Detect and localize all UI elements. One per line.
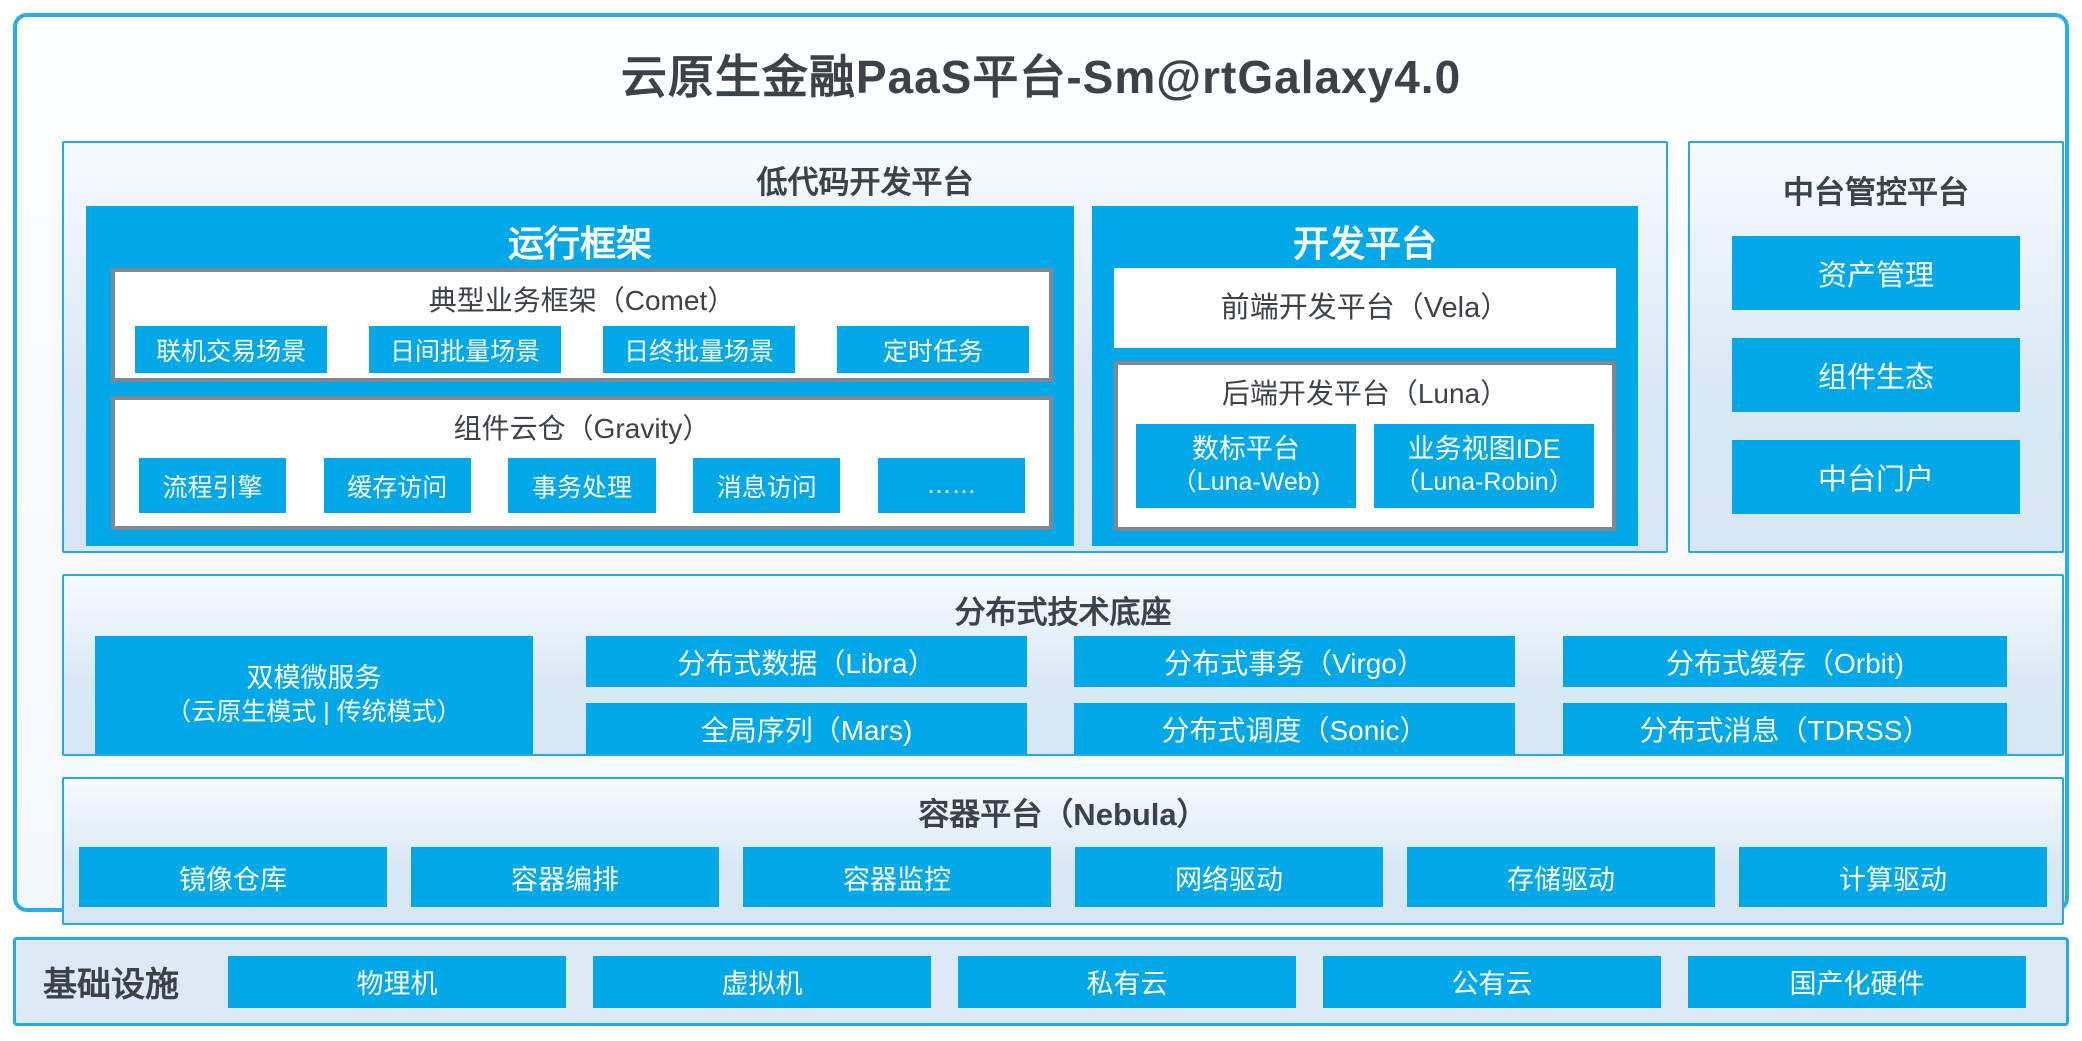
gravity-title: 组件云仓（Gravity） xyxy=(453,413,711,444)
box-gravity-warehouse: 组件云仓（Gravity） 流程引擎 缓存访问 事务处理 消息访问 …… xyxy=(111,396,1053,530)
block-compute-driver: 计算驱动 xyxy=(1739,847,2047,907)
block-process-engine: 流程引擎 xyxy=(139,458,287,513)
infrastructure-button-row: 物理机 虚拟机 私有云 公有云 国产化硬件 xyxy=(228,955,2026,1008)
panel-lowcode-platform: 低代码开发平台 运行框架 典型业务框架（Comet） 联机交易场景 日间批量场景… xyxy=(62,141,1668,553)
luna-robin-line2: （Luna-Robin） xyxy=(1394,468,1574,496)
block-dual-mode-microservice: 双模微服务 （云原生模式 | 传统模式） xyxy=(95,636,533,754)
luna-web-line2: （Luna-Web) xyxy=(1171,468,1321,496)
block-container-orchestration: 容器编排 xyxy=(411,847,719,907)
main-container: 云原生金融PaaS平台-Sm@rtGalaxy4.0 低代码开发平台 运行框架 … xyxy=(13,13,2069,925)
page-title: 云原生金融PaaS平台-Sm@rtGalaxy4.0 xyxy=(620,51,1462,103)
comet-title: 典型业务框架（Comet） xyxy=(428,285,736,316)
box-luna-backend: 后端开发平台（Luna） 数标平台 （Luna-Web) 业务视图IDE （Lu… xyxy=(1114,361,1616,531)
block-asset-management: 资产管理 xyxy=(1732,236,2020,310)
block-online-trading: 联机交易场景 xyxy=(135,326,328,373)
luna-button-row: 数标平台 （Luna-Web) 业务视图IDE （Luna-Robin） xyxy=(1136,424,1594,508)
block-private-cloud: 私有云 xyxy=(958,955,1296,1008)
block-public-cloud: 公有云 xyxy=(1323,955,1661,1008)
lowcode-platform-title: 低代码开发平台 xyxy=(756,165,974,200)
block-transaction-processing: 事务处理 xyxy=(508,458,656,513)
block-distributed-transaction-virgo: 分布式事务（Virgo） xyxy=(1074,636,1515,687)
block-daytime-batch: 日间批量场景 xyxy=(368,326,562,373)
block-virtual-machine: 虚拟机 xyxy=(593,955,931,1008)
dual-mode-line2: （云原生模式 | 传统模式） xyxy=(166,698,462,726)
panel-middleware-control: 中台管控平台 资产管理 组件生态 中台门户 xyxy=(1688,141,2064,553)
block-distributed-cache-orbit: 分布式缓存（Orbit) xyxy=(1563,636,2007,687)
runtime-framework-title: 运行框架 xyxy=(507,223,652,264)
block-physical-machine: 物理机 xyxy=(228,955,566,1008)
block-cache-access: 缓存访问 xyxy=(323,458,471,513)
luna-title: 后端开发平台（Luna） xyxy=(1221,378,1509,409)
block-message-access: 消息访问 xyxy=(693,458,841,513)
block-luna-robin: 业务视图IDE （Luna-Robin） xyxy=(1374,424,1594,508)
luna-robin-line1: 业务视图IDE xyxy=(1407,434,1561,464)
block-distributed-data-libra: 分布式数据（Libra） xyxy=(586,636,1027,687)
block-distributed-scheduler-sonic: 分布式调度（Sonic） xyxy=(1074,703,1515,754)
vela-label: 前端开发平台（Vela） xyxy=(1220,292,1510,324)
block-network-driver: 网络驱动 xyxy=(1075,847,1383,907)
panel-runtime-framework: 运行框架 典型业务框架（Comet） 联机交易场景 日间批量场景 日终批量场景 … xyxy=(86,206,1074,546)
gravity-button-row: 流程引擎 缓存访问 事务处理 消息访问 …… xyxy=(139,458,1025,513)
block-image-registry: 镜像仓库 xyxy=(79,847,387,907)
distributed-base-title: 分布式技术底座 xyxy=(954,595,1172,630)
box-vela-frontend: 前端开发平台（Vela） xyxy=(1114,268,1616,348)
block-distributed-message-tdrss: 分布式消息（TDRSS） xyxy=(1563,703,2007,754)
block-more-ellipsis: …… xyxy=(877,458,1025,513)
box-comet-framework: 典型业务框架（Comet） 联机交易场景 日间批量场景 日终批量场景 定时任务 xyxy=(111,268,1053,382)
block-scheduled-task: 定时任务 xyxy=(836,326,1029,373)
dual-mode-line1: 双模微服务 xyxy=(246,663,382,693)
panel-dev-platform: 开发平台 前端开发平台（Vela） 后端开发平台（Luna） 数标平台 （Lun… xyxy=(1092,206,1638,546)
block-luna-web: 数标平台 （Luna-Web) xyxy=(1136,424,1356,508)
container-button-row: 镜像仓库 容器编排 容器监控 网络驱动 存储驱动 计算驱动 xyxy=(79,847,2047,907)
block-component-ecosystem: 组件生态 xyxy=(1732,338,2020,412)
panel-distributed-base: 分布式技术底座 双模微服务 （云原生模式 | 传统模式） 分布式数据（Libra… xyxy=(62,574,2064,756)
middleware-control-title: 中台管控平台 xyxy=(1783,175,1969,210)
block-middleware-portal: 中台门户 xyxy=(1732,440,2020,514)
infrastructure-label: 基础设施 xyxy=(43,966,179,1004)
block-container-monitoring: 容器监控 xyxy=(743,847,1051,907)
block-eod-batch: 日终批量场景 xyxy=(602,326,796,373)
block-storage-driver: 存储驱动 xyxy=(1407,847,1715,907)
block-global-sequence-mars: 全局序列（Mars) xyxy=(586,703,1027,754)
comet-button-row: 联机交易场景 日间批量场景 日终批量场景 定时任务 xyxy=(135,326,1029,373)
block-domestic-hardware: 国产化硬件 xyxy=(1688,955,2026,1008)
container-platform-title: 容器平台（Nebula） xyxy=(918,797,1208,832)
panel-container-platform: 容器平台（Nebula） 镜像仓库 容器编排 容器监控 网络驱动 存储驱动 计算… xyxy=(62,777,2064,925)
luna-web-line1: 数标平台 xyxy=(1191,434,1300,464)
panel-infrastructure: 基础设施 物理机 虚拟机 私有云 公有云 国产化硬件 xyxy=(13,937,2069,1026)
dev-platform-title: 开发平台 xyxy=(1292,223,1437,264)
